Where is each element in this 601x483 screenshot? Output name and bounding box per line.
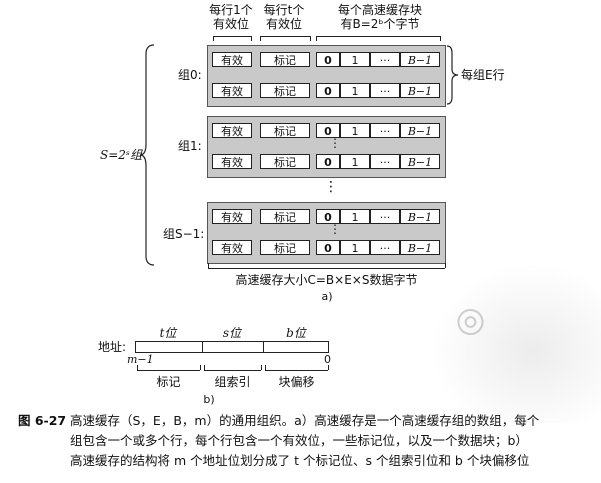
line-0-tag-cell: 标记 bbox=[260, 52, 310, 67]
offset-field-label: 块偏移 bbox=[278, 375, 315, 389]
line-4-dots-cell: ··· bbox=[370, 209, 400, 224]
vertical-dots-between-sets: ⋮ bbox=[324, 179, 338, 195]
line-5-last-cell: B−1 bbox=[400, 240, 440, 255]
valid-bracket-right bbox=[251, 36, 252, 41]
line-1-valid-cell: 有效 bbox=[212, 83, 252, 98]
in-set-vertical-dots: ⋮ bbox=[329, 136, 341, 150]
cache-size-bracket-left bbox=[208, 263, 209, 268]
line-0-byte0-cell: 0 bbox=[316, 52, 340, 67]
line-2-valid-cell: 有效 bbox=[212, 123, 252, 138]
msb-label: m−1 bbox=[127, 353, 154, 366]
line-4-tag-cell: 标记 bbox=[260, 209, 310, 224]
in-set-vertical-dots: ⋮ bbox=[329, 222, 341, 236]
line-3-byte0-cell: 0 bbox=[316, 154, 340, 169]
line-3-valid-cell: 有效 bbox=[212, 154, 252, 169]
address-box bbox=[135, 341, 329, 353]
set-field-bracket-r bbox=[261, 365, 262, 370]
part-a-label: a) bbox=[321, 290, 333, 303]
tag-field-bracket-r bbox=[200, 365, 201, 370]
set-0-label: 组0: bbox=[178, 68, 202, 82]
tag-bits-label: t位 bbox=[159, 326, 177, 340]
line-0-byte1-cell: 1 bbox=[340, 52, 370, 67]
address-divider-1 bbox=[202, 341, 203, 353]
caption-line-2: 组包含一个或多个行，每个行包含一个有效位，一些标记位，以及一个数据块；b） bbox=[70, 433, 528, 448]
lines-brace bbox=[446, 45, 459, 105]
offset-bits-label: b位 bbox=[286, 326, 306, 340]
valid-bit-header: 每行1个 有效位 bbox=[209, 3, 253, 31]
tag-bracket-right bbox=[310, 36, 311, 41]
line-1-byte1-cell: 1 bbox=[340, 83, 370, 98]
cache-size-bracket-right bbox=[445, 263, 446, 268]
cache-size-label: 高速缓存大小C=B×E×S数据字节 bbox=[235, 273, 418, 287]
block-header: 每个高速缓存块 有B=2ᵇ个字节 bbox=[337, 3, 422, 31]
set-index-field-label: 组索引 bbox=[214, 375, 251, 389]
offset-field-bracket-l bbox=[265, 365, 266, 370]
caption-line-1: 高速缓存（S，E，B，m）的通用组织。a）高速缓存是一个高速缓存组的数组，每个 bbox=[70, 413, 540, 428]
block-bracket-left bbox=[316, 36, 317, 41]
line-3-tag-cell: 标记 bbox=[260, 154, 310, 169]
line-2-dots-cell: ··· bbox=[370, 123, 400, 138]
line-4-last-cell: B−1 bbox=[400, 209, 440, 224]
line-5-dots-cell: ··· bbox=[370, 240, 400, 255]
line-0-dots-cell: ··· bbox=[370, 52, 400, 67]
line-5-byte0-cell: 0 bbox=[316, 240, 340, 255]
sets-brace bbox=[139, 44, 155, 266]
line-0-valid-cell: 有效 bbox=[212, 52, 252, 67]
line-0-last-cell: B−1 bbox=[400, 52, 440, 67]
line-5-byte1-cell: 1 bbox=[340, 240, 370, 255]
line-2-byte1-cell: 1 bbox=[340, 123, 370, 138]
line-1-byte0-cell: 0 bbox=[316, 83, 340, 98]
part-b-label: b) bbox=[203, 393, 215, 406]
set-bits-label: s位 bbox=[222, 326, 242, 340]
offset-field-bracket bbox=[265, 370, 328, 371]
block-bracket bbox=[316, 36, 440, 37]
line-1-tag-cell: 标记 bbox=[260, 83, 310, 98]
line-2-last-cell: B−1 bbox=[400, 123, 440, 138]
tag-field-bracket-l bbox=[137, 365, 138, 370]
tag-bracket-left bbox=[260, 36, 261, 41]
line-3-last-cell: B−1 bbox=[400, 154, 440, 169]
set-1-label: 组1: bbox=[178, 139, 202, 153]
address-divider-2 bbox=[263, 341, 264, 353]
line-1-last-cell: B−1 bbox=[400, 83, 440, 98]
line-3-byte1-cell: 1 bbox=[340, 154, 370, 169]
offset-field-bracket-r bbox=[328, 365, 329, 370]
line-1-dots-cell: ··· bbox=[370, 83, 400, 98]
set-field-bracket bbox=[204, 370, 261, 371]
tag-field-bracket bbox=[137, 370, 200, 371]
lines-per-set-label: 每组E行 bbox=[461, 68, 505, 82]
tag-bracket bbox=[260, 36, 310, 37]
lsb-label: 0 bbox=[324, 353, 331, 366]
valid-bracket-left bbox=[213, 36, 214, 41]
cache-size-bracket bbox=[208, 268, 445, 269]
tag-field-label: 标记 bbox=[156, 375, 181, 389]
line-4-byte0-cell: 0 bbox=[316, 209, 340, 224]
set-s-1-label: 组S−1: bbox=[163, 227, 205, 241]
line-2-tag-cell: 标记 bbox=[260, 123, 310, 138]
line-5-tag-cell: 标记 bbox=[260, 240, 310, 255]
valid-bracket bbox=[213, 36, 251, 37]
block-bracket-right bbox=[440, 36, 441, 41]
watermark bbox=[431, 263, 601, 423]
address-label: 地址: bbox=[98, 340, 127, 354]
set-field-bracket-l bbox=[204, 365, 205, 370]
line-4-valid-cell: 有效 bbox=[212, 209, 252, 224]
line-3-dots-cell: ··· bbox=[370, 154, 400, 169]
caption-line-3: 高速缓存的结构将 m 个地址位划分成了 t 个标记位、s 个组索引位和 b 个块… bbox=[70, 453, 530, 468]
line-4-byte1-cell: 1 bbox=[340, 209, 370, 224]
line-5-valid-cell: 有效 bbox=[212, 240, 252, 255]
sets-label: S=2ˢ组 bbox=[100, 148, 142, 162]
line-2-byte0-cell: 0 bbox=[316, 123, 340, 138]
tag-bits-header: 每行t个 有效位 bbox=[263, 3, 305, 31]
figure-number: 图 6-27 bbox=[18, 413, 67, 428]
